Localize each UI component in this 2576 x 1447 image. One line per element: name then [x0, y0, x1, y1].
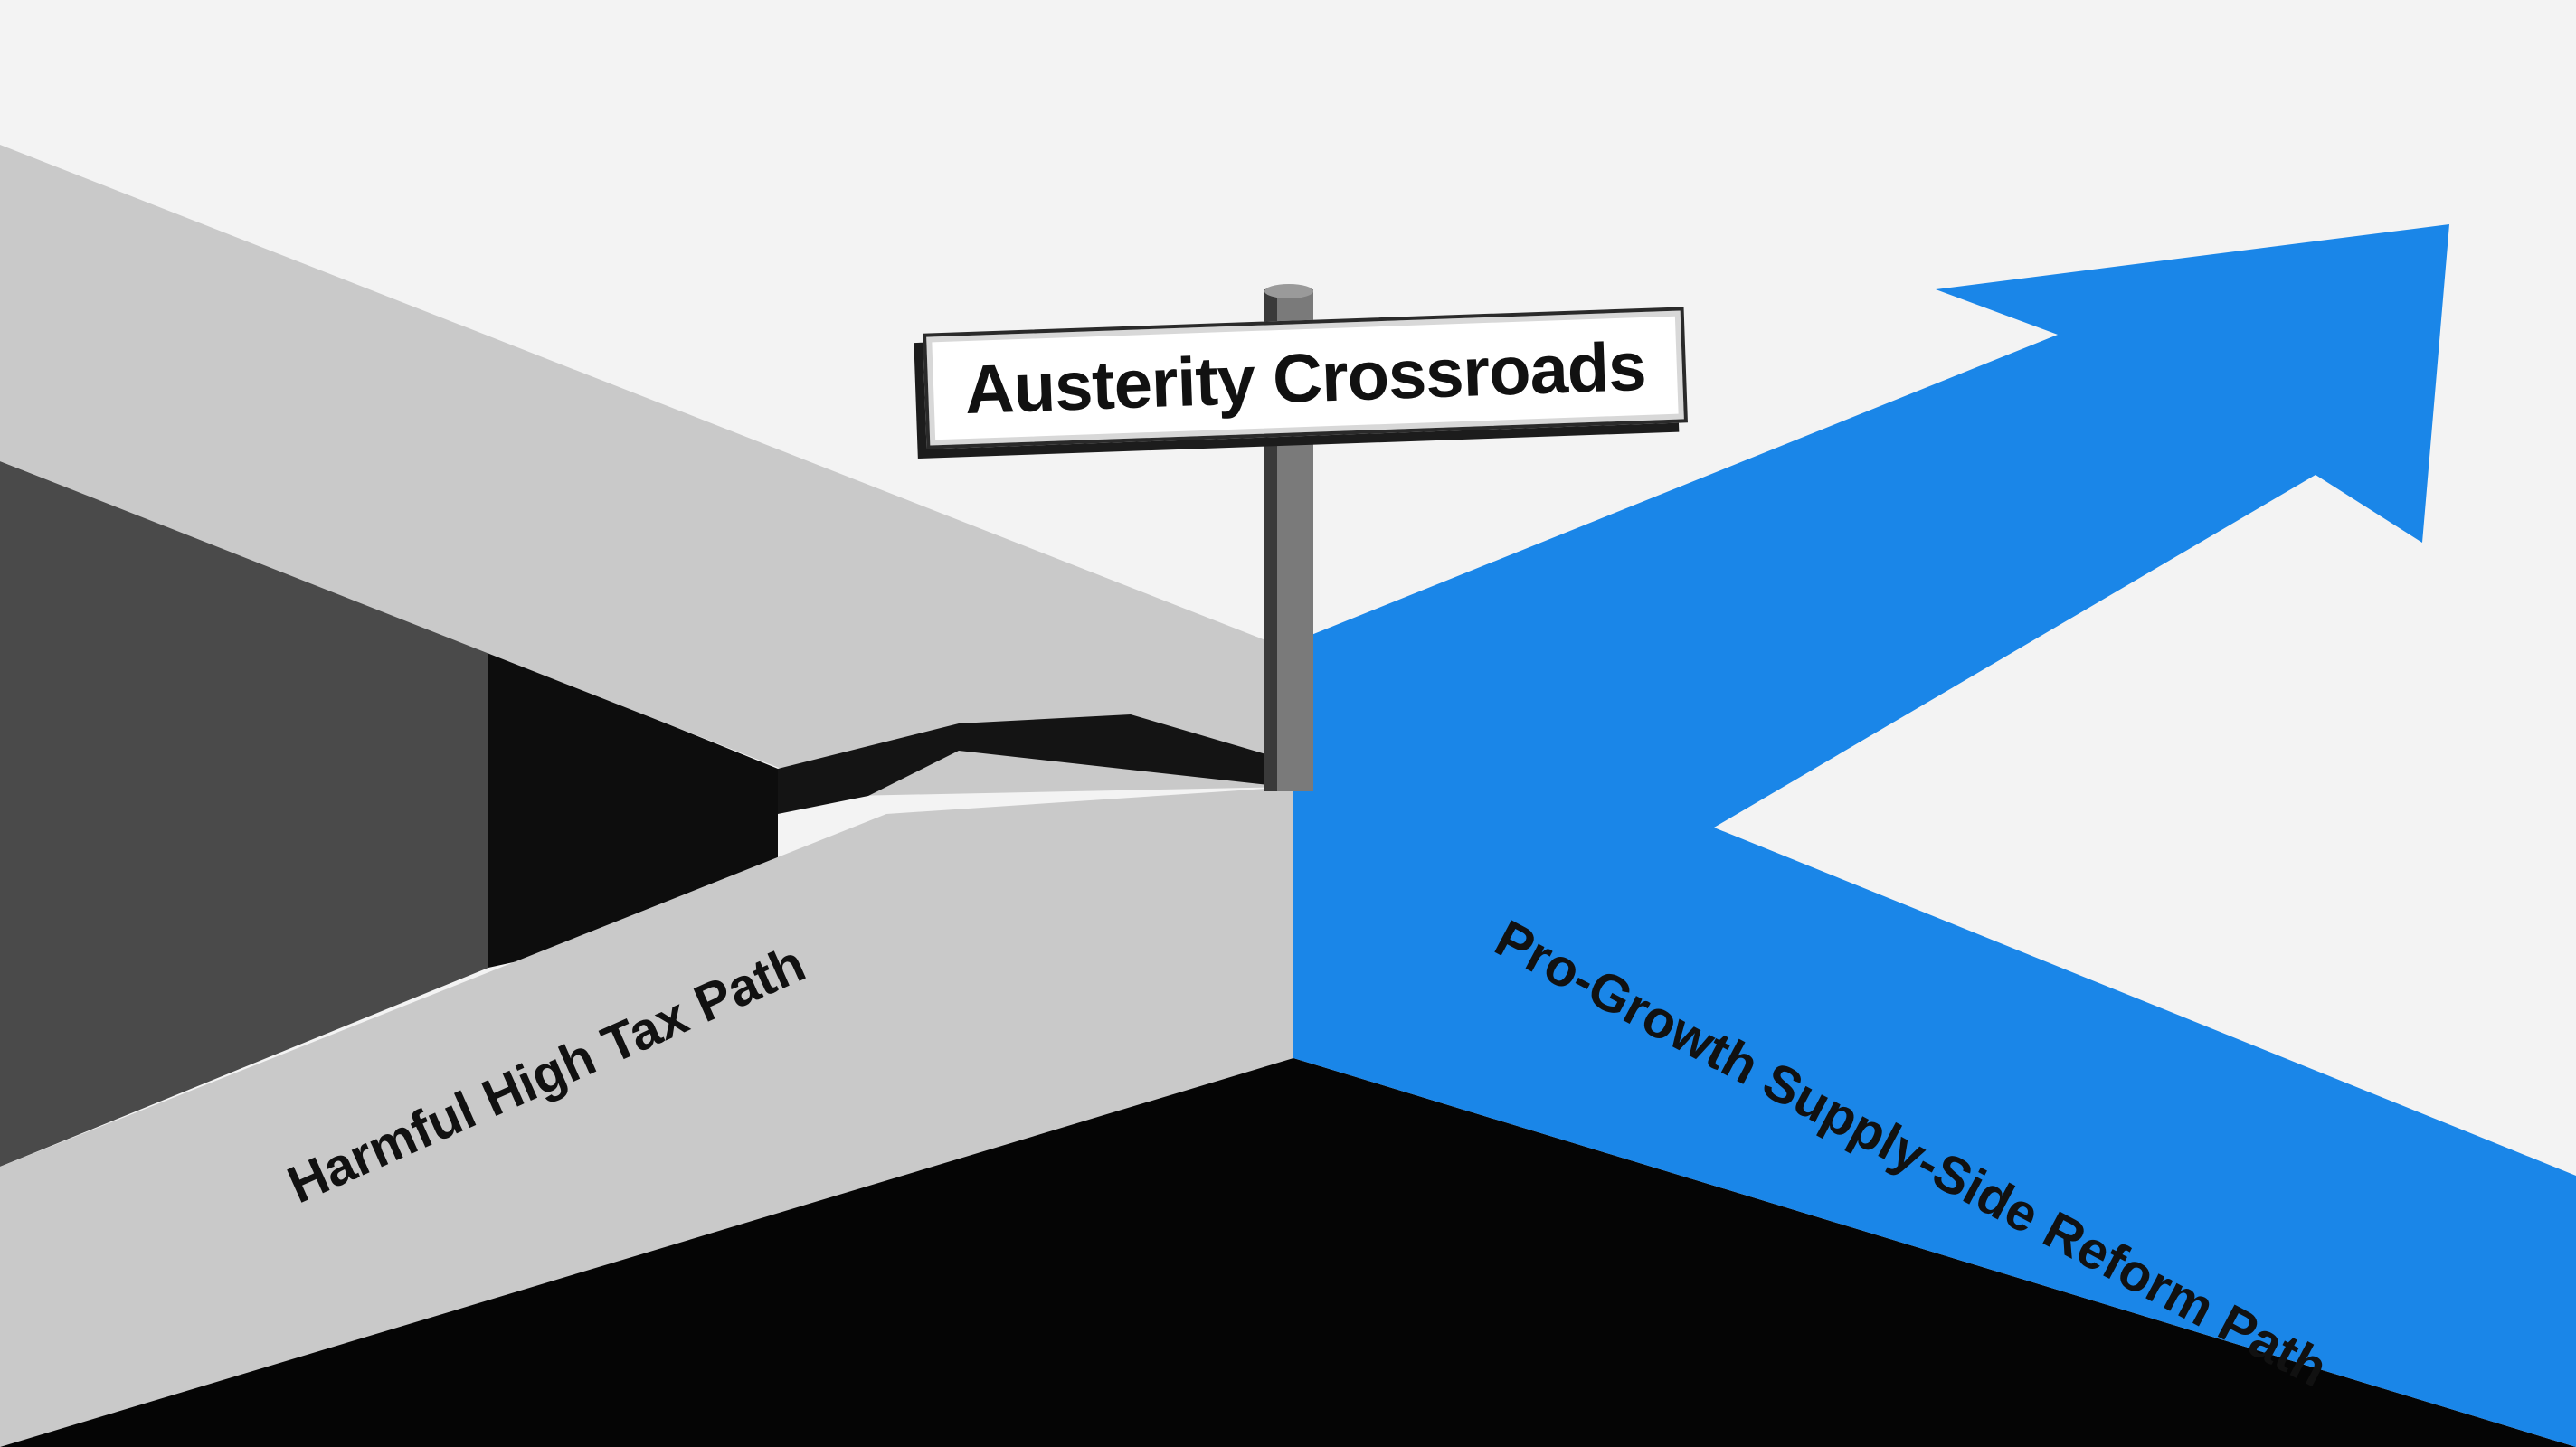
bottom-shadow	[0, 1058, 2576, 1447]
sign-title: Austerity Crossroads	[963, 327, 1647, 429]
sign-pole-cap	[1264, 284, 1313, 298]
sign-shadow	[778, 714, 1284, 814]
right-path-arrow	[1293, 224, 2576, 1447]
left-path	[0, 787, 1293, 1447]
left-upper-slab	[0, 145, 1293, 796]
left-wall	[0, 461, 488, 1167]
